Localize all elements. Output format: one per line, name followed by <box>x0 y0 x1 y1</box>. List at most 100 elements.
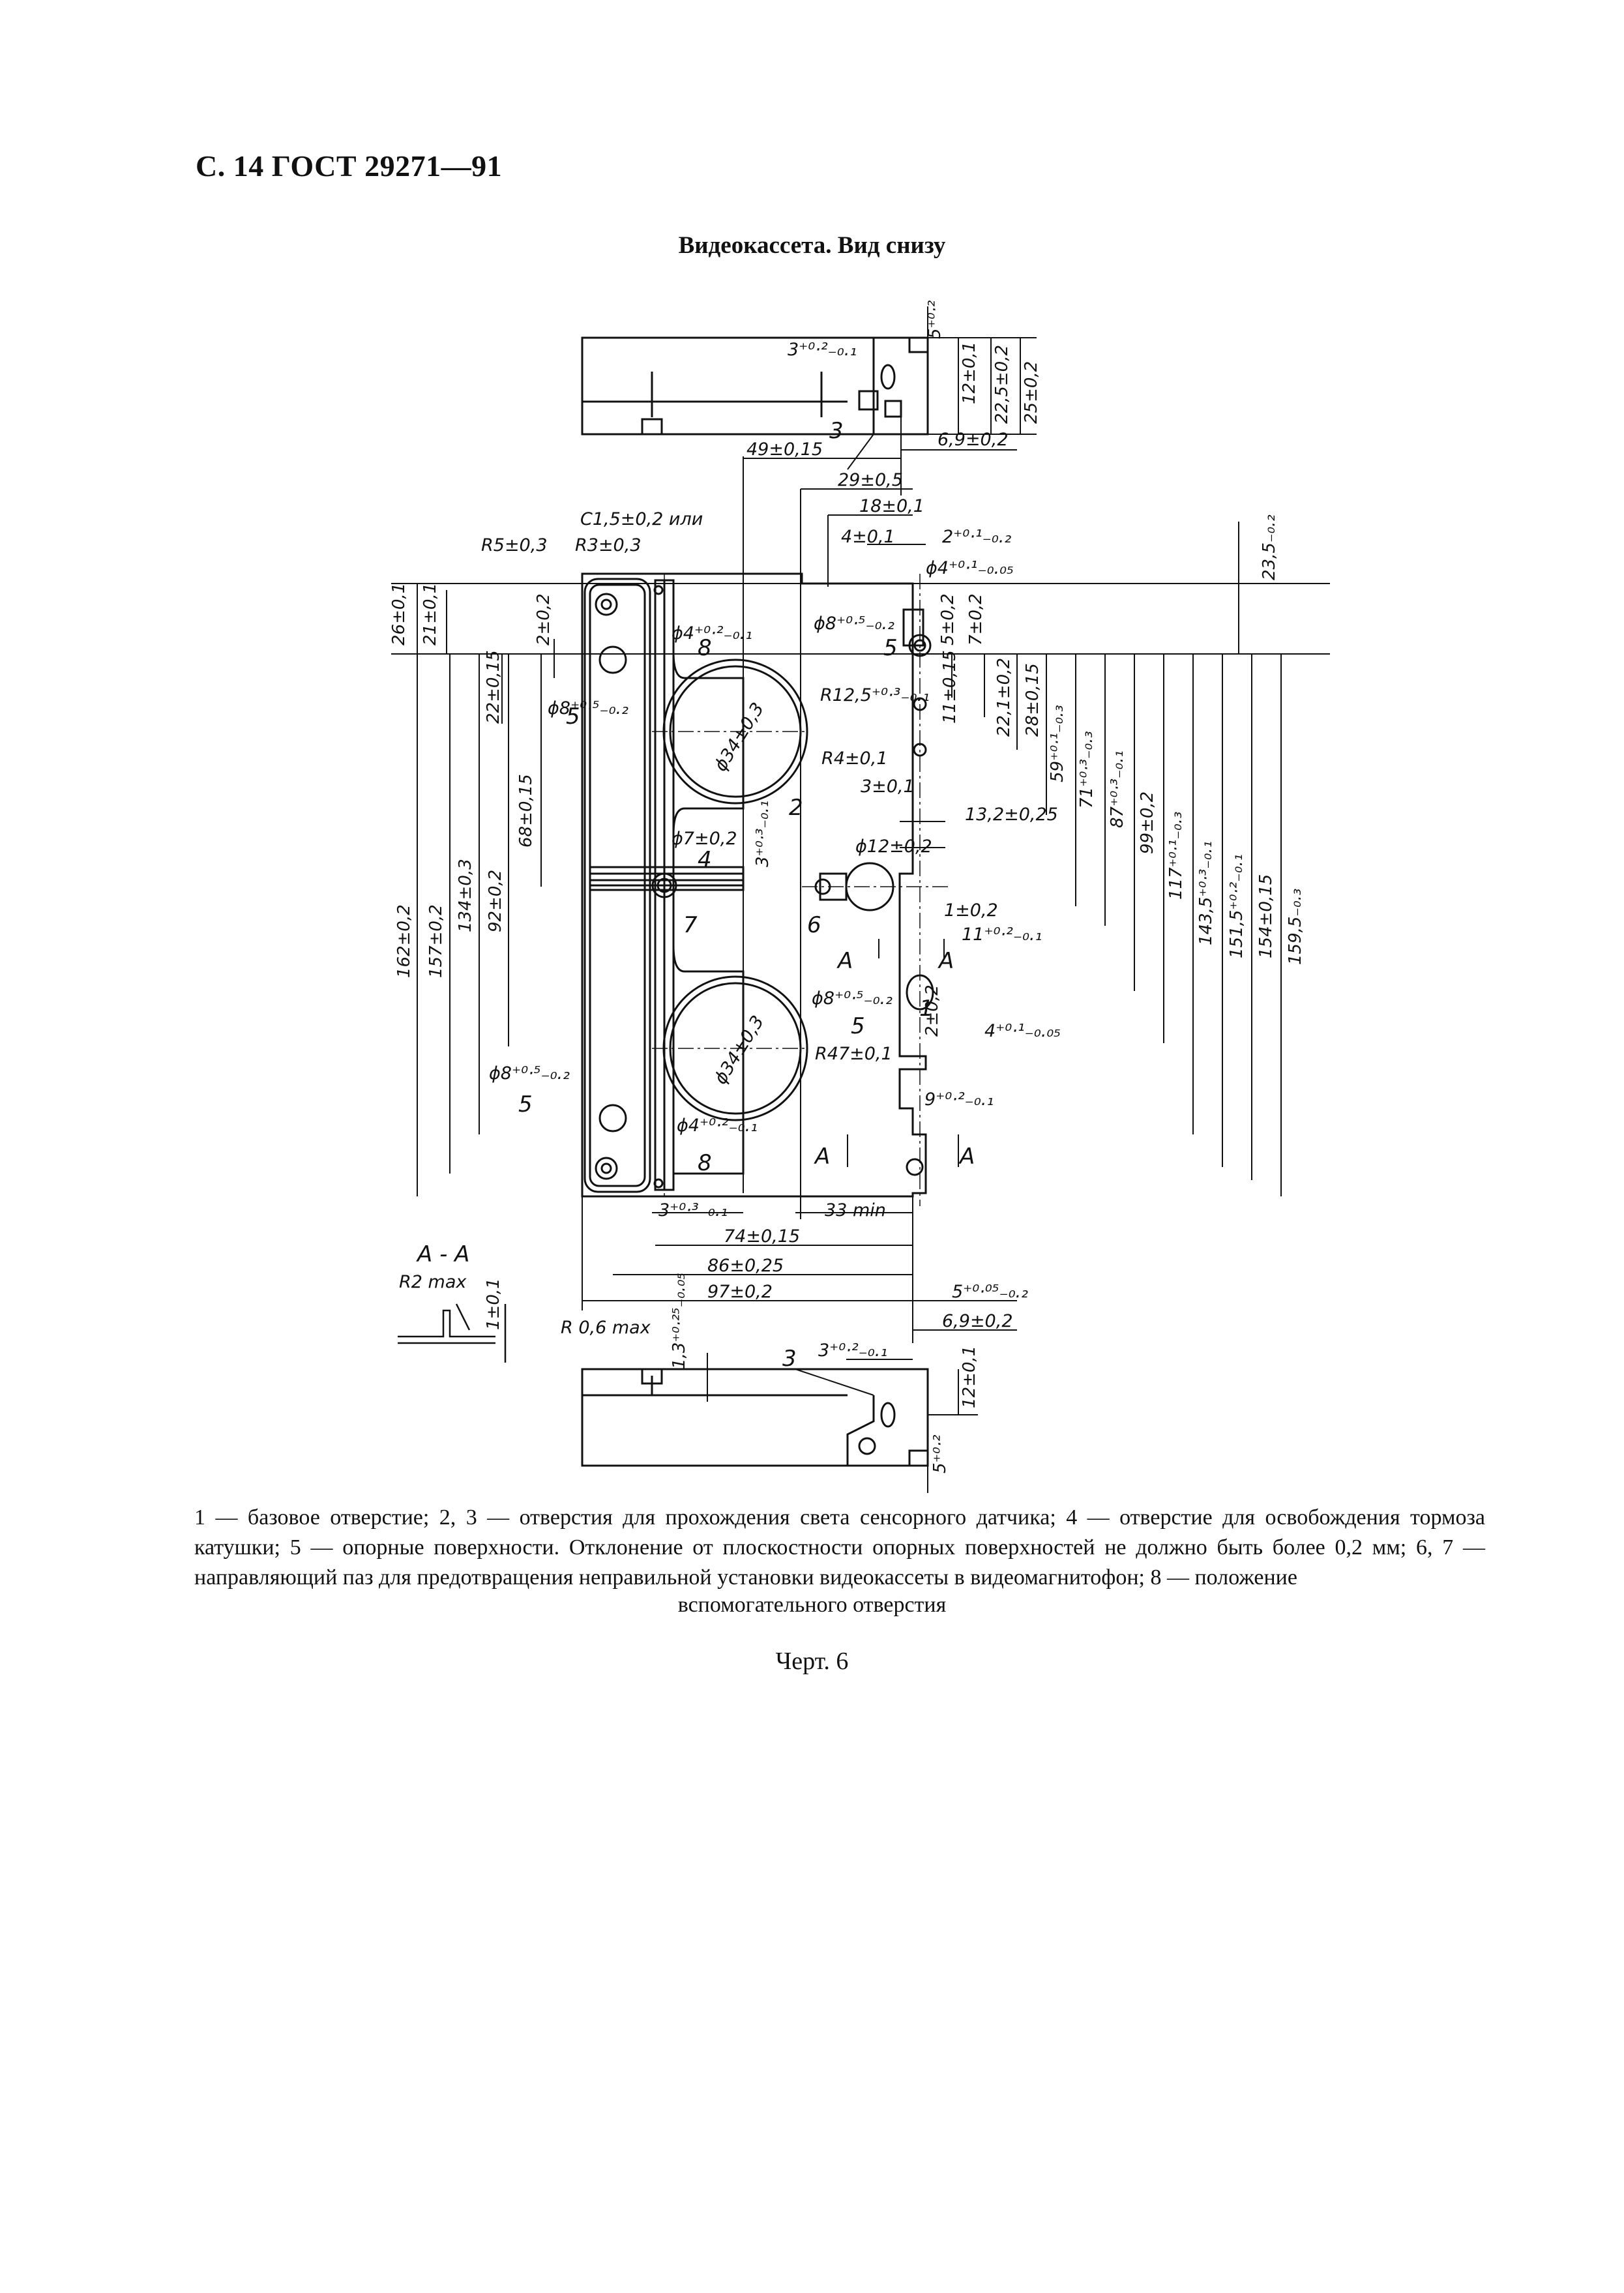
bottom-marker-3: 3 <box>782 1346 797 1372</box>
marker-7: 7 <box>683 912 698 938</box>
dim-13-2: 13,2±0,25 <box>965 805 1058 825</box>
dim-5-bottom: 5⁺⁰·⁰⁵₋₀.₂ <box>952 1282 1028 1302</box>
top-view-outline <box>581 336 929 436</box>
dim-134: 134±0,3 <box>456 859 475 932</box>
top-dim-22-5: 22,5±0,2 <box>992 345 1012 424</box>
dim-71: 71⁺⁰·³₋₀.₃ <box>1077 731 1097 808</box>
section-title: A - A <box>416 1241 469 1267</box>
dim-1: 1±0,2 <box>944 900 998 921</box>
dim-92: 92±0,2 <box>486 870 505 932</box>
dim-phi8-left: ϕ8⁺⁰·⁵₋₀.₂ <box>489 1063 570 1084</box>
top-dim-12: 12±0,1 <box>960 342 979 404</box>
dim-5-right: 5±0,2 <box>938 593 958 645</box>
dim-74: 74±0,15 <box>724 1226 800 1247</box>
dim-68: 68±0,15 <box>516 774 536 848</box>
dim-3-vert: 3⁺⁰·³₋₀.₁ <box>753 801 773 867</box>
marker-2: 2 <box>789 795 803 821</box>
section-mark-a-1: A <box>836 948 853 974</box>
marker-5-mid: 5 <box>851 1013 865 1039</box>
dim-6-9-bottom: 6,9±0,2 <box>942 1311 1013 1331</box>
dim-phi34-bottom: ϕ34±0,3 <box>711 1012 769 1087</box>
bottom-1-3: 1,3⁺⁰·²⁵₋₀.₀₅ <box>670 1273 689 1369</box>
dim-c1-5: С1,5±0,2 или <box>580 509 703 529</box>
dim-11-inner: 11⁺⁰·²₋₀.₁ <box>962 925 1042 945</box>
page-header: С. 14 ГОСТ 29271—91 <box>196 149 503 183</box>
dim-99: 99±0,2 <box>1138 791 1157 854</box>
dim-151-5: 151,5⁺⁰·²₋₀.₁ <box>1227 854 1247 958</box>
dim-22: 22±0,15 <box>484 650 503 724</box>
bottom-r0-6: R 0,6 max <box>561 1318 651 1338</box>
marker-5-left-top: 5 <box>566 703 580 730</box>
dim-7-right: 7±0,2 <box>966 593 986 645</box>
dim-phi34-top: ϕ34±0,3 <box>711 699 769 775</box>
dim-29: 29±0,5 <box>838 470 903 490</box>
drawing-title: Видеокассета. Вид снизу <box>678 232 946 259</box>
marker-6: 6 <box>807 912 821 938</box>
section-r2: R2 max <box>399 1272 467 1292</box>
dim-22-1: 22,1±0,2 <box>994 658 1014 737</box>
bottom-view-outline <box>581 1368 929 1467</box>
top-dim-25: 25±0,2 <box>1022 361 1041 424</box>
dim-97: 97±0,2 <box>707 1282 773 1302</box>
dim-r12-5: R12,5⁺⁰·³₋₀.₁ <box>820 685 930 705</box>
section-mark-a-2: A <box>937 948 954 974</box>
dim-23-5: 23,5₋₀.₂ <box>1260 514 1279 580</box>
top-marker-3: 3 <box>829 418 844 444</box>
bottom-12: 12±0,1 <box>960 1346 979 1408</box>
dim-28: 28±0,15 <box>1023 663 1042 737</box>
dim-phi4-top: ϕ4⁺⁰·¹₋₀.₀₅ <box>926 558 1014 578</box>
dim-59: 59⁺⁰·¹₋₀.₃ <box>1048 705 1067 782</box>
dim-phi12: ϕ12±0,2 <box>855 836 932 857</box>
dim-phi8-upper-left: ϕ8⁺⁰·⁵₋₀.₂ <box>548 698 628 718</box>
dim-phi4-bottom: ϕ4⁺⁰·²₋₀.₁ <box>677 1116 758 1136</box>
dim-33-min: 33 min <box>825 1200 886 1220</box>
dim-4: 4±0,1 <box>841 527 895 547</box>
dim-18: 18±0,1 <box>859 496 924 516</box>
center-lines <box>652 574 952 1206</box>
dim-phi7: ϕ7±0,2 <box>672 829 737 849</box>
dim-3-inner: 3±0,1 <box>861 777 915 797</box>
dim-87: 87⁺⁰·³₋₀.₁ <box>1108 750 1127 828</box>
dim-143-5: 143,5⁺⁰·³₋₀.₁ <box>1196 841 1216 945</box>
bottom-view-dimensions <box>707 1353 978 1493</box>
dim-154: 154±0,15 <box>1256 874 1276 958</box>
dim-117: 117⁺⁰·¹₋₀.₃ <box>1166 812 1186 900</box>
dim-26: 26±0,1 <box>389 583 409 645</box>
marker-5-left: 5 <box>518 1091 533 1117</box>
dim-r3: R3±0,3 <box>575 535 642 555</box>
dim-9: 9⁺⁰·²₋₀.₁ <box>924 1089 994 1110</box>
section-1: 1±0,1 <box>484 1278 503 1330</box>
dim-r4: R4±0,1 <box>821 748 888 769</box>
dim-162: 162±0,2 <box>394 904 414 978</box>
section-a-a <box>398 1303 507 1363</box>
dim-2-left: 2±0,2 <box>534 593 554 645</box>
figure-caption: Черт. 6 <box>775 1648 849 1675</box>
legend-text: 1 — базовое отверстие; 2, 3 — отверстия … <box>194 1505 1485 1590</box>
dim-r5: R5±0,3 <box>481 535 548 555</box>
bottom-3: 3⁺⁰·²₋₀.₁ <box>818 1340 887 1361</box>
marker-4: 4 <box>698 847 712 873</box>
main-view-outline <box>581 572 934 1198</box>
dim-86: 86±0,25 <box>707 1256 784 1276</box>
section-mark-a-4: A <box>958 1144 975 1170</box>
section-mark-a-3: A <box>814 1144 830 1170</box>
dim-4-inner: 4⁺⁰·¹₋₀.₀₅ <box>984 1021 1061 1041</box>
top-dim-49: 49±0,15 <box>746 439 823 460</box>
marker-8-top: 8 <box>698 635 712 661</box>
top-dim-5: 5⁺⁰·² <box>925 301 945 339</box>
dim-157: 157±0,2 <box>426 904 446 978</box>
top-dim-3: 3⁺⁰·²₋₀.₁ <box>788 340 857 360</box>
marker-1: 1 <box>919 996 934 1022</box>
dim-159-5: 159,5₋₀.₃ <box>1286 889 1305 965</box>
main-view-dimensions <box>391 488 1330 1343</box>
bottom-5: 5⁺⁰·² <box>930 1435 950 1473</box>
dim-phi8-top: ϕ8⁺⁰·⁵₋₀.₂ <box>814 614 894 634</box>
top-dim-6-9: 6,9±0,2 <box>937 430 1009 450</box>
dim-2: 2⁺⁰·¹₋₀.₂ <box>942 527 1011 547</box>
dim-2-inner: 2±0,2 <box>923 984 942 1037</box>
dim-r47: R47±0,1 <box>815 1044 893 1064</box>
dim-11: 11±0,15 <box>940 650 960 724</box>
dim-phi4-left: ϕ4⁺⁰·²₋₀.₁ <box>672 623 752 644</box>
